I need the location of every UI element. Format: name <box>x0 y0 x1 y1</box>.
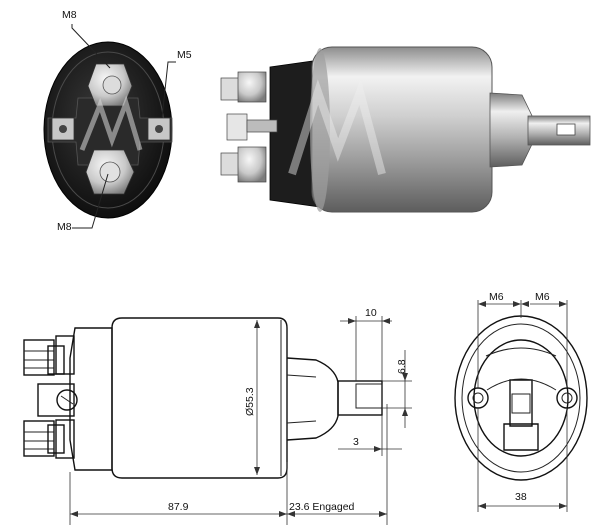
label-tab-thickness: 3 <box>353 436 359 448</box>
side-cylinder <box>311 46 493 213</box>
label-diameter: Ø55.3 <box>244 387 256 416</box>
watermark-logo <box>288 78 386 176</box>
drawing-body <box>111 317 288 479</box>
end-inner-ring <box>473 339 569 457</box>
side-plunger <box>489 92 535 168</box>
drawing-end-view: M6 M6 38 <box>454 291 588 512</box>
label-length: 87.9 <box>168 501 189 513</box>
drawing-terminals <box>23 327 113 471</box>
label-tab-width: 10 <box>365 307 377 319</box>
watermark-logo <box>79 95 143 151</box>
side-terminals <box>220 71 278 183</box>
drawing-plunger-tab <box>337 380 383 416</box>
end-terminal-left <box>467 387 489 409</box>
drawing-side-view: 87.9 23.6 Engaged Ø55.3 10 6.8 3 <box>23 307 412 525</box>
label-m8-bottom: M8 <box>57 221 72 233</box>
drawing-plunger-housing <box>286 357 339 441</box>
label-end-left-thread: M6 <box>489 291 504 303</box>
label-m5: M5 <box>177 49 192 61</box>
photo-end-view: M8 M5 M8 <box>43 9 192 233</box>
label-end-right-thread: M6 <box>535 291 550 303</box>
label-tab-height: 6.8 <box>396 359 408 374</box>
end-plunger-slot <box>509 379 533 427</box>
label-end-spacing: 38 <box>515 491 527 503</box>
bottom-terminal-nut <box>85 149 135 195</box>
photo-side-view <box>220 46 591 213</box>
label-m8-top: M8 <box>62 9 77 21</box>
label-engaged: 23.6 Engaged <box>289 501 355 513</box>
